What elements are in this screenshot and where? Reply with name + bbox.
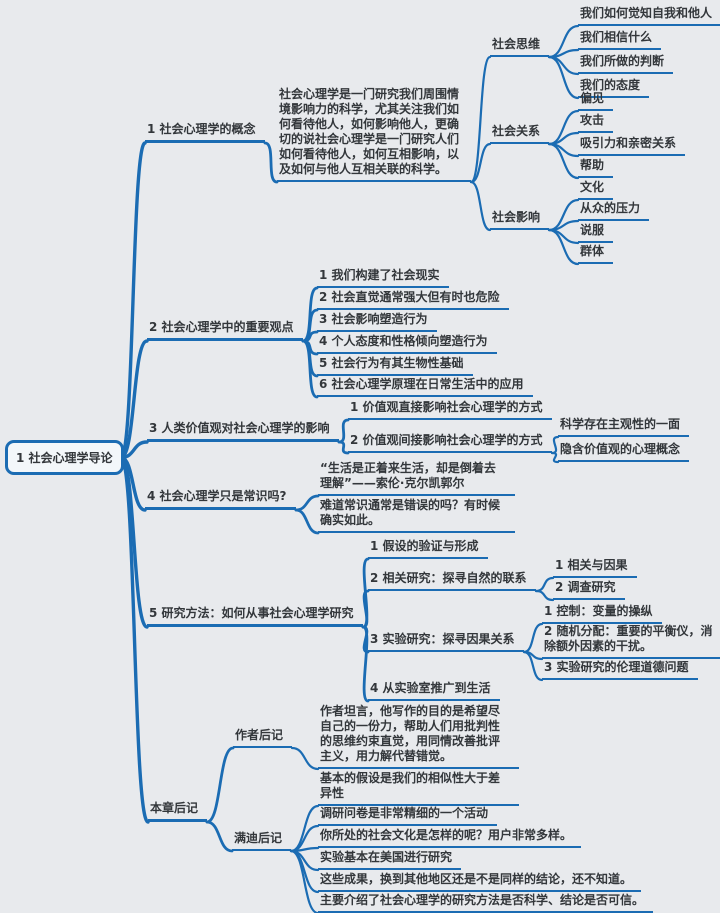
branch-connector: [119, 339, 149, 460]
branch-connector: [301, 339, 319, 399]
branch-values-influence[interactable]: 3 人类价值观对社会心理学的影响: [147, 421, 339, 442]
topic-node[interactable]: 这些成果，换到其他地区还是不是同样的结论，还不知道。: [318, 872, 642, 892]
author-postscript[interactable]: 作者后记: [233, 728, 293, 748]
topic-node[interactable]: 你所处的社会文化是怎样的呢？用户非常多样。: [318, 828, 582, 848]
topic-node[interactable]: 5 社会行为有其生物性基础: [317, 356, 473, 376]
topic-node[interactable]: 2 调查研究: [553, 580, 625, 600]
social-influence[interactable]: 社会影响: [490, 210, 550, 230]
branch-connector: [469, 142, 492, 184]
topic-node[interactable]: 1 价值观直接影响社会心理学的方式: [348, 400, 552, 420]
branch-connector: [119, 141, 147, 460]
social-relations[interactable]: 社会关系: [490, 124, 550, 144]
social-thinking[interactable]: 社会思维: [490, 37, 550, 57]
branch-connector: [205, 820, 234, 853]
topic-node[interactable]: 隐含价值观的心理概念: [558, 442, 690, 462]
topic-node[interactable]: 2 随机分配：重要的平衡仪，消除额外因素的干扰。: [542, 624, 720, 659]
topic-node[interactable]: 4 个人态度和性格倾向塑造行为: [317, 334, 497, 354]
topic-node[interactable]: 我们的态度: [578, 78, 650, 98]
branch-connector: [263, 141, 279, 184]
branch-connector: [119, 455, 150, 824]
topic-node[interactable]: 6 社会心理学原理在日常生活中的应用: [317, 377, 533, 397]
topic-node[interactable]: 1 我们构建了社会现实: [317, 268, 449, 288]
branch-connector: [547, 228, 580, 266]
branch-postscript[interactable]: 本章后记: [148, 801, 208, 822]
branch-connector: [534, 576, 555, 593]
branch-connector: [534, 589, 555, 602]
branch-common-sense[interactable]: 4 社会心理学只是常识吗?: [145, 489, 296, 510]
topic-node[interactable]: 3 社会影响塑造行为: [317, 312, 437, 332]
branch-key-viewpoints[interactable]: 2 社会心理学中的重要观点: [147, 320, 303, 341]
branch-connector: [547, 55, 580, 100]
experimental-research[interactable]: 3 实验研究：探寻因果关系: [368, 632, 524, 652]
topic-node[interactable]: 3 实验研究的伦理道德问题: [542, 660, 698, 680]
branch-connector: [469, 180, 492, 232]
branch-connector: [205, 746, 235, 824]
branch-connector: [289, 849, 320, 913]
concept-definition[interactable]: 社会心理学是一门研究我们周围情境影响力的科学，尤其关注我们如何看待他人，如何影响…: [277, 87, 471, 182]
branch-connector: [550, 451, 560, 464]
central-topic[interactable]: 1 社会心理学导论: [5, 440, 124, 475]
branch-connector: [337, 440, 350, 455]
branch-connector: [301, 330, 319, 343]
topic-node[interactable]: 调研问卷是非常精细的一个活动: [318, 806, 498, 826]
branch-connector: [547, 48, 580, 59]
branch-research-methods[interactable]: 5 研究方法：如何从事社会心理学研究: [147, 606, 363, 627]
topic-node[interactable]: 我们如何觉知自我和他人: [578, 6, 720, 26]
topic-node[interactable]: 1 相关与因果: [553, 558, 637, 578]
kierkegaard-quote[interactable]: “生活是正着来生活，却是倒着去理解”——索伦·克尔凯郭尔: [318, 461, 515, 496]
branch-connector: [522, 622, 544, 654]
branch-connector: [337, 418, 350, 444]
topic-node[interactable]: 基本的假设是我们的相似性大于差异性: [318, 771, 519, 806]
topic-node[interactable]: 从众的压力: [578, 201, 650, 221]
topic-node[interactable]: 文化: [578, 180, 614, 200]
branch-connector: [547, 142, 580, 180]
correlational-research[interactable]: 2 相关研究：探寻自然的联系: [368, 571, 536, 591]
topic-node[interactable]: 我们相信什么: [578, 30, 662, 50]
topic-node[interactable]: 科学存在主观性的一面: [558, 417, 690, 437]
topic-node[interactable]: 难道常识通常是错误的吗？有时候确实如此。: [318, 498, 515, 533]
branch-connector: [361, 625, 370, 703]
branch-connector: [547, 219, 580, 232]
branch-connector: [294, 508, 320, 535]
topic-node[interactable]: 4 从实验室推广到生活: [368, 681, 500, 701]
topic-node[interactable]: 群体: [578, 244, 614, 264]
branch-connector: [290, 746, 320, 771]
mandi-postscript[interactable]: 满迪后记: [232, 831, 292, 851]
topic-node[interactable]: 说服: [578, 223, 614, 243]
topic-node[interactable]: 吸引力和亲密关系: [578, 136, 686, 156]
topic-node[interactable]: 2 价值观间接影响社会心理学的方式: [348, 433, 552, 453]
branch-connector: [294, 494, 320, 512]
topic-node[interactable]: 主要介绍了社会心理学的研究方法是否科学、结论是否可信。: [318, 893, 654, 913]
topic-node[interactable]: 攻击: [578, 113, 614, 133]
topic-node[interactable]: 我们所做的判断: [578, 54, 674, 74]
topic-node[interactable]: 偏见: [578, 91, 614, 111]
topic-node[interactable]: 实验基本在美国进行研究: [318, 850, 462, 870]
topic-node[interactable]: 1 假设的验证与形成: [368, 539, 488, 559]
topic-node[interactable]: 作者坦言，他写作的目的是希望尽自己的一份力，帮助人们用批判性的思维约束直觉，用同…: [318, 704, 519, 769]
branch-connector: [522, 650, 544, 682]
topic-node[interactable]: 1 控制：变量的操纵: [542, 604, 662, 624]
branch-concept[interactable]: 1 社会心理学的概念: [145, 122, 265, 143]
topic-node[interactable]: 2 社会直觉通常强大但有时也危险: [317, 290, 509, 310]
topic-node[interactable]: 帮助: [578, 158, 614, 178]
branch-connector: [469, 55, 492, 184]
branch-connector: [289, 804, 320, 853]
